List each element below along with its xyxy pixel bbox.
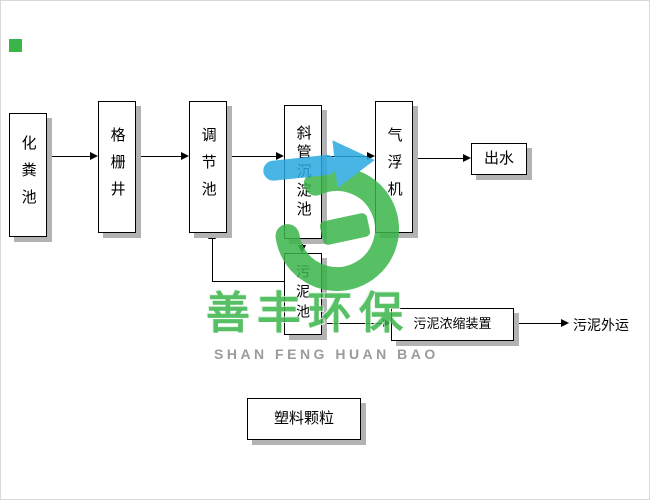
green-marker-icon [9,39,22,52]
edge-sludge-return-vertical [212,239,213,282]
node-label: 斜管沉淀池 [294,124,312,220]
edge-grid-to-regulating-arrowhead-icon [181,152,189,160]
edge-sludge-return-arrowhead-icon [208,231,216,239]
node-grid-well: 格栅井 [98,101,136,233]
edge-septic-to-grid [46,156,90,157]
edge-regulating-to-sedimentation-arrowhead-icon [276,152,284,160]
node-label: 格栅井 [108,126,126,208]
node-label: 污泥浓缩装置 [413,316,492,332]
node-label: 气浮机 [385,126,403,208]
edge-grid-to-regulating [135,156,181,157]
node-label: 出水 [483,150,514,168]
edge-regulating-to-sedimentation [226,156,276,157]
edge-septic-to-grid-arrowhead-icon [90,152,98,160]
node-water-outlet: 出水 [471,143,527,175]
sludge-out-label: 污泥外运 [573,317,629,333]
node-air-flotation-machine: 气浮机 [375,101,413,233]
edge-thickener-to-out [513,323,561,324]
node-label: 塑料颗粒 [273,410,334,428]
node-label: 污泥池 [295,264,312,324]
edge-thickener-to-out-arrowhead-icon [561,319,569,327]
edge-flotation-to-outlet-arrowhead-icon [463,154,471,162]
node-regulating-tank: 调节池 [189,101,227,233]
watermark-name-en: SHAN FENG HUAN BAO [214,346,439,362]
node-sludge-thickener: 污泥浓缩装置 [391,308,514,341]
edge-sedimentation-to-flotation-arrowhead-icon [367,152,375,160]
edge-flotation-to-outlet [412,158,463,159]
node-plastic-granules: 塑料颗粒 [247,398,361,440]
node-septic-tank: 化粪池 [9,113,47,237]
edge-sludge-to-thickener [321,323,383,324]
node-sludge-tank: 污泥池 [284,253,322,335]
edge-sedimentation-to-sludge-arrowhead-icon [298,245,306,253]
edge-sludge-return-horizontal [212,281,284,282]
edge-sedimentation-to-flotation [321,156,367,157]
edge-sludge-to-thickener-arrowhead-icon [383,319,391,327]
node-label: 调节池 [199,126,217,208]
node-inclined-tube-sedimentation-tank: 斜管沉淀池 [284,105,322,239]
node-label: 化粪池 [19,134,37,216]
